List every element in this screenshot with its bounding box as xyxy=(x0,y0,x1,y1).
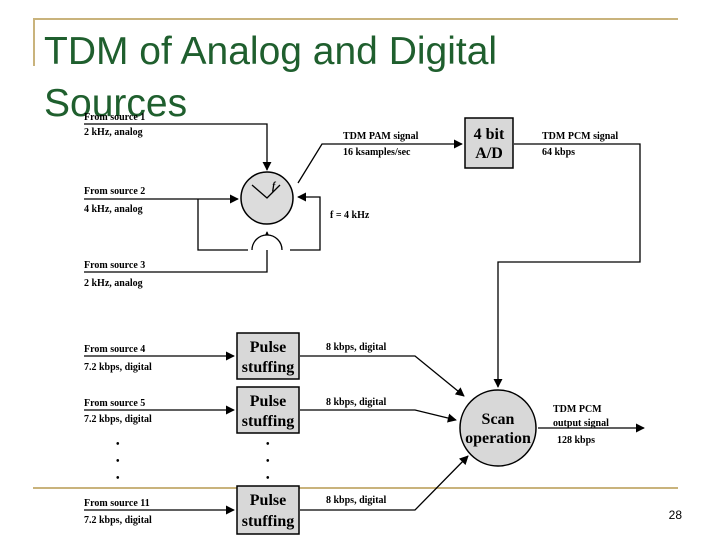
svg-text:16 ksamples/sec: 16 ksamples/sec xyxy=(343,147,411,158)
pam-signal-label: TDM PAM signal 16 ksamples/sec xyxy=(343,131,419,158)
frame-bottom-rule xyxy=(33,487,678,489)
svg-text:From source 1: From source 1 xyxy=(84,112,145,123)
svg-text:•: • xyxy=(116,439,120,450)
source-2-label: From source 2 4 kHz, analog xyxy=(84,186,145,215)
svg-text:2 kHz, analog: 2 kHz, analog xyxy=(84,127,143,138)
page-number: 28 xyxy=(668,508,682,522)
pulse-stuffing-box-11: Pulse stuffing xyxy=(236,485,300,535)
svg-text:From source 3: From source 3 xyxy=(84,260,145,271)
frame-left-rule xyxy=(33,18,35,66)
svg-text:From source 5: From source 5 xyxy=(84,398,145,409)
stuffed-rate-label-5: 8 kbps, digital xyxy=(326,397,387,408)
digital-wiring xyxy=(84,351,645,515)
source-3-label: From source 3 2 kHz, analog xyxy=(84,260,145,289)
svg-text:4 bit: 4 bit xyxy=(474,126,505,143)
pulse-stuffing-box-4: Pulse stuffing xyxy=(236,332,300,380)
svg-text:operation: operation xyxy=(465,430,531,447)
sampling-frequency-label: f = 4 kHz xyxy=(330,210,370,221)
stuffed-rate-label-11: 8 kbps, digital xyxy=(326,495,387,506)
svg-text:•: • xyxy=(266,473,270,484)
slide-title: TDM of Analog and Digital Sources xyxy=(44,30,498,125)
svg-text:4 kHz, analog: 4 kHz, analog xyxy=(84,204,143,215)
svg-text:TDM PAM signal: TDM PAM signal xyxy=(343,131,419,142)
stuffed-rate-label-4: 8 kbps, digital xyxy=(326,342,387,353)
svg-text:From source 11: From source 11 xyxy=(84,498,150,509)
svg-text:Pulse: Pulse xyxy=(250,339,286,356)
svg-text:128 kbps: 128 kbps xyxy=(557,435,595,446)
scan-operation-circle: Scan operation xyxy=(459,389,537,467)
source-1-label: From source 1 2 kHz, analog xyxy=(84,112,145,138)
source-4-label: From source 4 7.2 kbps, digital xyxy=(84,344,152,373)
svg-text:Scan: Scan xyxy=(482,411,515,428)
svg-text:From source 4: From source 4 xyxy=(84,344,145,355)
svg-text:A/D: A/D xyxy=(475,145,503,162)
svg-text:output signal: output signal xyxy=(553,418,609,429)
svg-text:•: • xyxy=(266,439,270,450)
svg-text:7.2 kbps, digital: 7.2 kbps, digital xyxy=(84,515,152,526)
frame-top-rule xyxy=(33,18,678,20)
svg-text:2 kHz, analog: 2 kHz, analog xyxy=(84,278,143,289)
svg-text:Pulse: Pulse xyxy=(250,393,286,410)
source-11-label: From source 11 7.2 kbps, digital xyxy=(84,498,152,526)
svg-text:•: • xyxy=(266,456,270,467)
svg-text:stuffing: stuffing xyxy=(242,413,294,430)
source-5-label: From source 5 7.2 kbps, digital xyxy=(84,398,152,425)
svg-text:TDM PCM signal: TDM PCM signal xyxy=(542,131,618,142)
pcm-signal-label: TDM PCM signal 64 kbps xyxy=(542,131,618,158)
svg-text:7.2 kbps, digital: 7.2 kbps, digital xyxy=(84,414,152,425)
svg-text:•: • xyxy=(116,456,120,467)
pulse-stuffing-box-5: Pulse stuffing xyxy=(236,386,300,434)
output-signal-label: TDM PCM output signal 128 kbps xyxy=(553,404,609,446)
adc-box: 4 bit A/D xyxy=(464,117,514,169)
commutator-switch: f xyxy=(240,171,294,225)
svg-text:stuffing: stuffing xyxy=(242,359,294,376)
svg-text:7.2 kbps, digital: 7.2 kbps, digital xyxy=(84,362,152,373)
svg-text:Pulse: Pulse xyxy=(250,492,286,509)
rotor-return-arc xyxy=(251,234,283,251)
svg-text:stuffing: stuffing xyxy=(242,513,294,530)
svg-text:f: f xyxy=(272,181,277,192)
stuffing-ellipsis: • • • xyxy=(266,439,270,484)
svg-text:•: • xyxy=(116,473,120,484)
svg-text:From source 2: From source 2 xyxy=(84,186,145,197)
source-ellipsis: • • • xyxy=(116,439,120,484)
svg-text:64 kbps: 64 kbps xyxy=(542,147,575,158)
svg-text:TDM PCM: TDM PCM xyxy=(553,404,602,415)
